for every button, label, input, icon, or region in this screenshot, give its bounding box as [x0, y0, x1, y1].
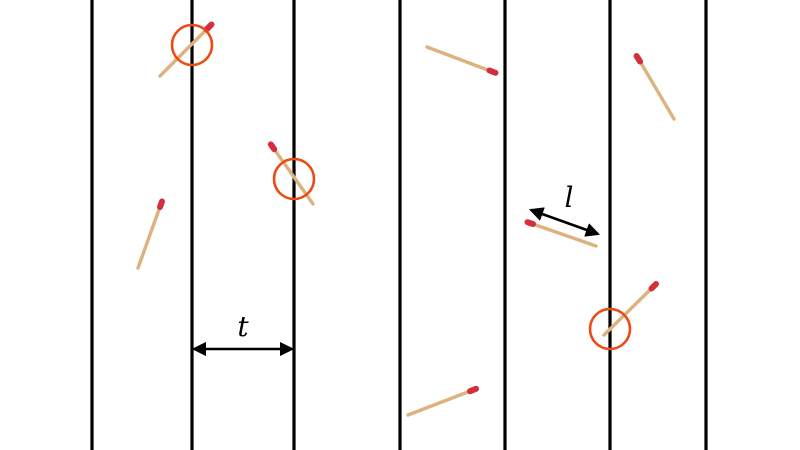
circle-outline-icon: [170, 23, 214, 67]
length-dimension: l: [528, 181, 601, 237]
match-stick-icon: [158, 21, 215, 78]
circle-outline-icon: [272, 157, 316, 201]
match-stick-icon: [602, 281, 659, 337]
length-label: l: [565, 181, 574, 214]
double-arrow-icon: [528, 207, 601, 237]
match-stick-icon: [136, 198, 165, 270]
spacing-dimension: t: [191, 310, 295, 357]
matches: [136, 21, 676, 417]
parallel-lines: [90, 0, 708, 450]
spacing-label: t: [237, 310, 249, 343]
match-stick-icon: [633, 53, 676, 121]
circle-outline-icon: [588, 307, 632, 351]
match-stick-icon: [406, 385, 479, 417]
crossing-markers: [170, 23, 632, 351]
match-stick-icon: [425, 45, 499, 76]
